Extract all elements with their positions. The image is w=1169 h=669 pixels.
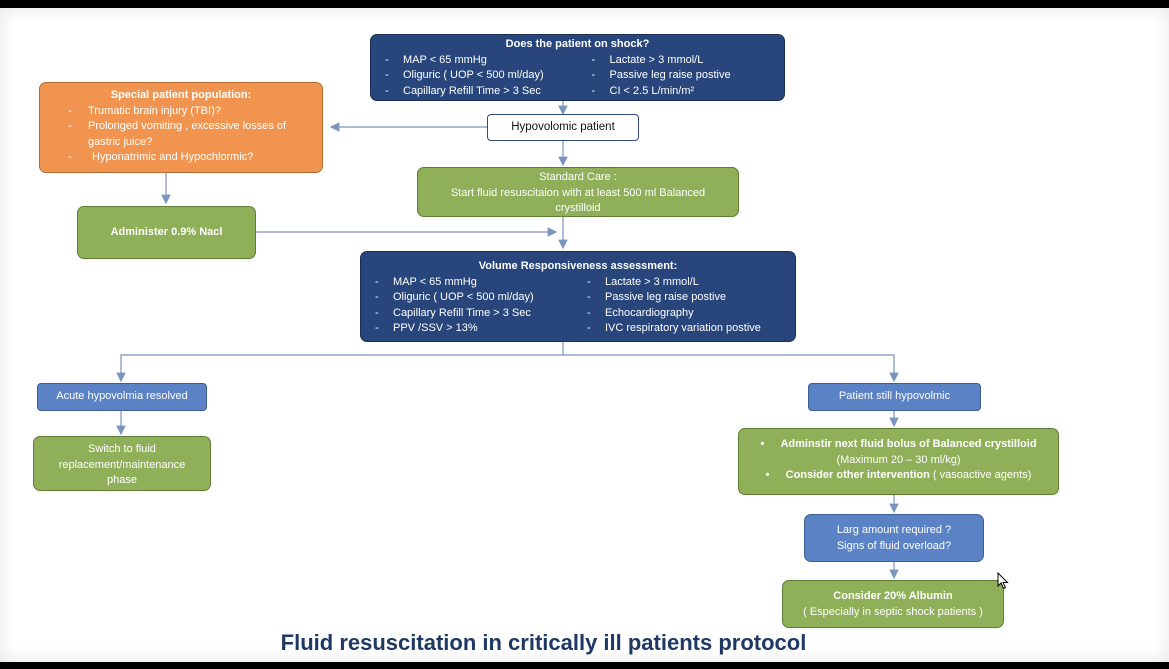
- bullet-icon: •: [765, 469, 770, 481]
- list-item: MAP < 65 mmHg: [377, 53, 572, 69]
- shock-criteria-left: MAP < 65 mmHg Oliguric ( UOP < 500 ml/da…: [377, 53, 572, 100]
- albumin-box: Consider 20% Albumin ( Especially in sep…: [782, 580, 1004, 628]
- standard-care-heading: Standard Care :: [539, 171, 617, 183]
- standard-care-box: Standard Care : Start fluid resuscitaion…: [417, 167, 739, 217]
- resolved-label: Acute hypovolmia resolved: [56, 390, 188, 402]
- list-item: Capillary Refill Time > 3 Sec: [377, 84, 572, 100]
- list-item: Lactate > 3 mmol/L: [584, 53, 779, 69]
- list-item: Oliguric ( UOP < 500 ml/day): [367, 290, 577, 306]
- list-item: MAP < 65 mmHg: [367, 275, 577, 291]
- switch-phase-label: Switch to fluid replacement/maintenance …: [58, 443, 186, 486]
- list-item: Hyponatrimic and Hypochlormic?: [44, 150, 318, 166]
- resolved-box: Acute hypovolmia resolved: [37, 383, 207, 411]
- standard-care-text: Start fluid resuscitaion with at least 5…: [450, 186, 706, 215]
- shock-criteria-title: Does the patient on shock?: [505, 38, 650, 50]
- bolus-bullet-1-sub: (Maximum 20 – 30 ml/kg): [836, 453, 961, 466]
- list-item: Passive leg raise postive: [579, 290, 789, 306]
- connector-assessment-branch: [120, 354, 895, 374]
- bolus-bullet-2: • Consider other intervention ( vasoactiv…: [743, 468, 1054, 484]
- bullet-icon: •: [760, 438, 765, 450]
- shock-criteria-box: Does the patient on shock? MAP < 65 mmHg…: [370, 34, 785, 101]
- bolus-bullet-2-rest: ( vasoactive agents): [929, 469, 1032, 481]
- overload-check-box: Larg amount required ? Signs of fluid ov…: [804, 514, 984, 562]
- hypovolemic-patient-label: Hypovolomic patient: [511, 121, 615, 133]
- bolus-bullet-1-text: Adminstir next fluid bolus of Balanced c…: [780, 438, 1037, 450]
- switch-phase-box: Switch to fluid replacement/maintenance …: [33, 436, 211, 491]
- special-population-title: Special patient population:: [110, 89, 252, 101]
- overload-check-line2: Signs of fluid overload?: [836, 539, 952, 552]
- list-item: Lactate > 3 mmol/L: [579, 275, 789, 291]
- administer-nacl-box: Administer 0.9% Nacl: [77, 206, 256, 259]
- mouse-cursor-icon: [997, 572, 1009, 590]
- list-item: Echocardiography: [579, 306, 789, 322]
- administer-nacl-label: Administer 0.9% Nacl: [110, 226, 223, 238]
- shock-criteria-right: Lactate > 3 mmol/L Passive leg raise pos…: [572, 53, 779, 100]
- list-item: Trumatic brain injury (TBI)?: [44, 104, 318, 120]
- bolus-bullet-2-bold: Consider other intervention: [785, 469, 930, 481]
- bolus-bullet-1: • Adminstir next fluid bolus of Balanced …: [743, 437, 1054, 453]
- volume-assessment-title: Volume Responsiveness assessment:: [478, 260, 678, 272]
- page-title: Fluid resuscitation in critically ill pa…: [280, 630, 807, 655]
- volume-assessment-right: Lactate > 3 mmol/L Passive leg raise pos…: [577, 275, 789, 337]
- albumin-heading: Consider 20% Albumin: [833, 590, 953, 602]
- still-hypovolemic-label: Patient still hypovolmic: [838, 390, 951, 402]
- list-item: CI < 2.5 L/min/m²: [584, 84, 779, 100]
- list-item: Prolonged vomiting , excessive losses of…: [44, 119, 318, 150]
- list-item: Capillary Refill Time > 3 Sec: [367, 306, 577, 322]
- overload-check-line1: Larg amount required ?: [836, 524, 952, 536]
- hypovolemic-patient-box: Hypovolomic patient: [487, 114, 639, 141]
- volume-assessment-box: Volume Responsiveness assessment: MAP < …: [360, 251, 796, 342]
- list-item: Oliguric ( UOP < 500 ml/day): [377, 68, 572, 84]
- list-item: PPV /SSV > 13%: [367, 321, 577, 337]
- volume-assessment-left: MAP < 65 mmHg Oliguric ( UOP < 500 ml/da…: [367, 275, 577, 337]
- albumin-subtext: ( Especially in septic shock patients ): [803, 605, 983, 618]
- list-item: Passive leg raise postive: [584, 68, 779, 84]
- still-hypovolemic-box: Patient still hypovolmic: [808, 383, 981, 411]
- list-item: IVC respiratory variation postive: [579, 321, 789, 337]
- next-bolus-box: • Adminstir next fluid bolus of Balanced …: [738, 428, 1059, 495]
- special-population-box: Special patient population: Trumatic bra…: [39, 82, 323, 173]
